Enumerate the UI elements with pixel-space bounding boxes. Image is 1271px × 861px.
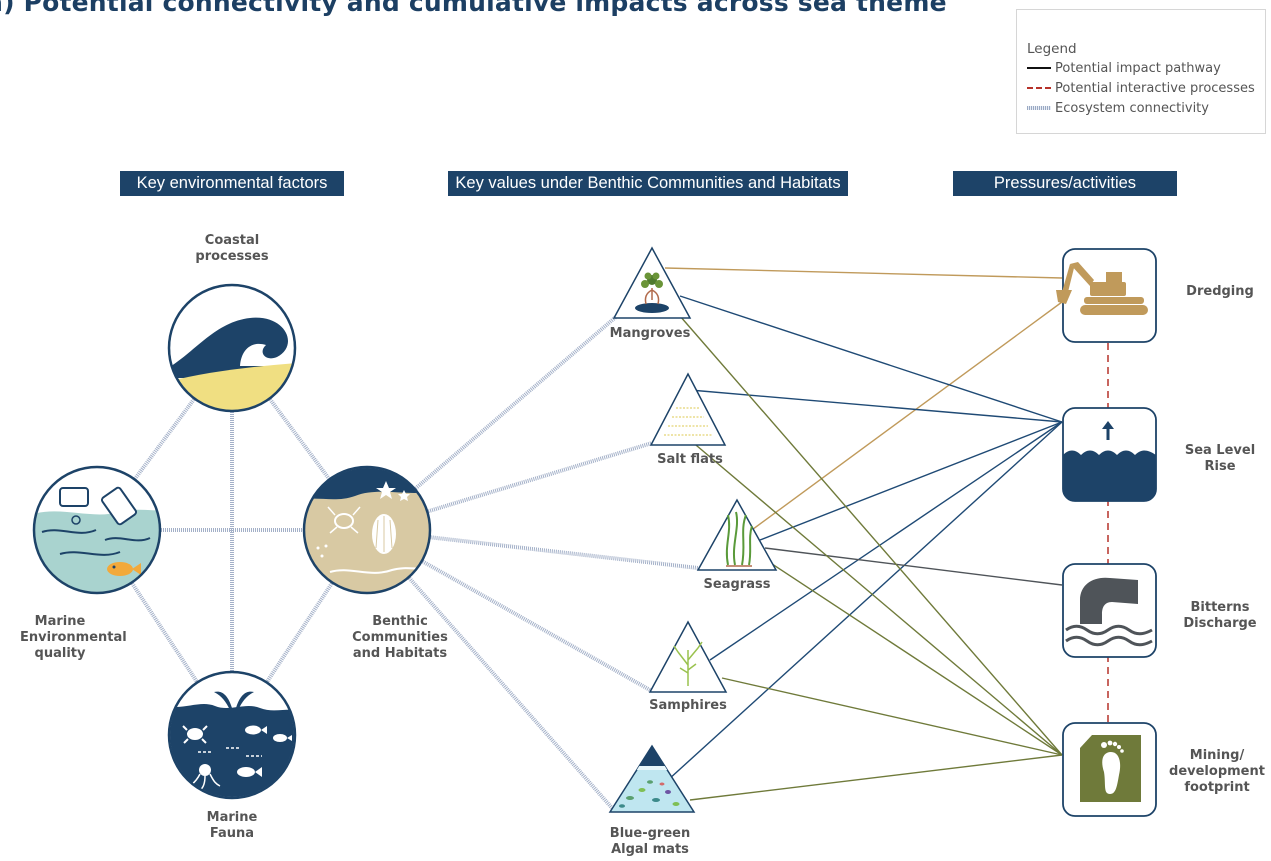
impact-pathway bbox=[759, 421, 1063, 541]
salt-flat-icon bbox=[649, 372, 727, 446]
legend: Legend Potential impact pathway Potentia… bbox=[1016, 9, 1266, 134]
legend-label: Potential impact pathway bbox=[1055, 61, 1221, 76]
label-line: development bbox=[1169, 764, 1265, 779]
label-line: Environmental bbox=[20, 630, 127, 645]
label-line: processes bbox=[195, 249, 269, 264]
impact-pathway bbox=[744, 301, 1063, 536]
label-line: footprint bbox=[1184, 780, 1250, 795]
footprint-icon bbox=[1062, 722, 1157, 817]
legend-label: Potential interactive processes bbox=[1055, 81, 1255, 96]
solid-line-swatch bbox=[1027, 66, 1051, 69]
algal-mat-icon bbox=[608, 744, 696, 813]
wave-icon bbox=[167, 283, 297, 413]
legend-label: Ecosystem connectivity bbox=[1055, 101, 1209, 116]
dashed-line-swatch bbox=[1027, 86, 1051, 89]
header-pressures: Pressures/activities bbox=[953, 171, 1177, 196]
impact-pathway bbox=[679, 315, 1063, 756]
label-line: Bitterns bbox=[1190, 600, 1250, 615]
label-line: Algal mats bbox=[611, 842, 689, 857]
sea-level-arrow-icon bbox=[1062, 407, 1157, 502]
crab-shell-icon bbox=[302, 465, 432, 595]
impact-pathways bbox=[664, 267, 1063, 801]
label-line: Coastal bbox=[204, 233, 260, 248]
mangrove-icon bbox=[612, 246, 692, 319]
label-line: Benthic bbox=[372, 614, 428, 629]
label-line: Marine bbox=[206, 810, 258, 825]
impact-pathway bbox=[689, 389, 1063, 423]
label-line: Marine bbox=[34, 614, 86, 629]
impact-pathway bbox=[689, 439, 1063, 756]
whale-fish-icon bbox=[167, 670, 297, 800]
impact-pathway bbox=[759, 555, 1063, 756]
label-line: Discharge bbox=[1183, 616, 1257, 631]
label-mangroves: Mangroves bbox=[609, 326, 691, 341]
header-factors: Key environmental factors bbox=[120, 171, 344, 196]
impact-pathway bbox=[689, 754, 1063, 801]
header-values: Key values under Benthic Communities and… bbox=[448, 171, 848, 196]
samphire-icon bbox=[648, 620, 728, 693]
legend-item-impact: Potential impact pathway bbox=[1027, 59, 1265, 79]
label-line: Mining/ bbox=[1189, 748, 1245, 763]
label-salt-flats: Salt flats bbox=[657, 452, 723, 467]
page-title: a) Potential connectivity and cumulative… bbox=[0, 0, 947, 17]
discharge-pipe-icon bbox=[1062, 563, 1157, 658]
connectivity-line-swatch bbox=[1027, 105, 1051, 110]
excavator-icon bbox=[1056, 248, 1157, 343]
connectivity-link bbox=[366, 528, 699, 570]
label-seagrass: Seagrass bbox=[703, 577, 771, 592]
label-line: and Habitats bbox=[352, 646, 448, 661]
impact-pathway bbox=[764, 547, 1063, 586]
label-line: Fauna bbox=[209, 826, 255, 841]
legend-title: Legend bbox=[1027, 41, 1077, 57]
legend-item-connectivity: Ecosystem connectivity bbox=[1027, 99, 1265, 119]
label-line: Rise bbox=[1204, 459, 1236, 474]
impact-pathway bbox=[721, 677, 1063, 756]
connectivity-link bbox=[366, 441, 653, 532]
legend-item-interactive: Potential interactive processes bbox=[1027, 79, 1265, 99]
label-line: Sea Level bbox=[1184, 443, 1256, 458]
label-line: Blue-green bbox=[609, 826, 691, 841]
impact-pathway bbox=[679, 295, 1063, 423]
label-samphires: Samphires bbox=[649, 698, 727, 713]
connectivity-link bbox=[365, 528, 614, 810]
label-line: Communities bbox=[352, 630, 448, 645]
impact-pathway bbox=[667, 421, 1063, 781]
label-line: quality bbox=[34, 646, 86, 661]
impact-pathway bbox=[664, 267, 1063, 279]
pollution-icon bbox=[32, 465, 162, 595]
seagrass-icon bbox=[696, 498, 778, 571]
impact-pathway bbox=[709, 421, 1063, 661]
label-dredging: Dredging bbox=[1186, 284, 1254, 299]
